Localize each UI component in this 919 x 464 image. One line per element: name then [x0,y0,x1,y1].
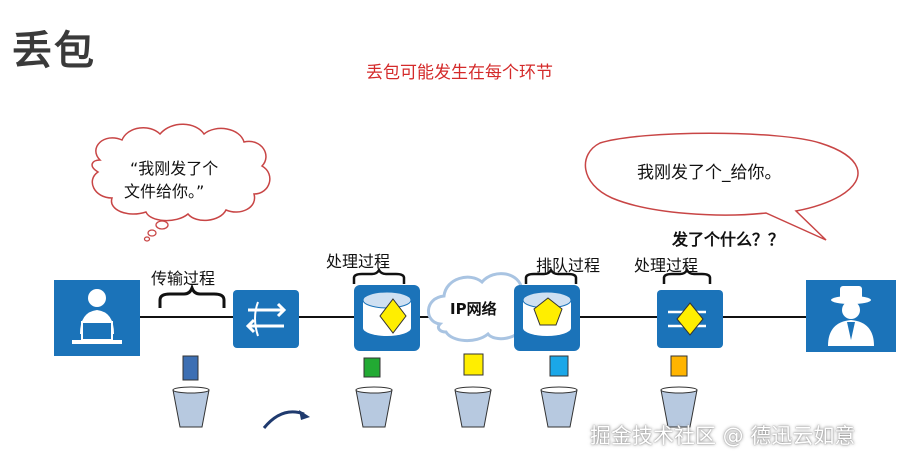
packets [182,353,688,381]
question-text: 发了个什么？？ [672,230,785,249]
packet [670,355,688,377]
subtitle: 丢包可能发生在每个环节 [366,63,553,83]
packet [363,357,381,378]
bucket-icon [355,386,393,428]
right-speech-bubble [584,132,859,241]
left-thought-cloud [91,123,271,242]
label-transmission: 传输过程 [151,269,216,288]
bucket-icon [540,386,578,428]
network-label: IP网络 [450,300,497,318]
packet [463,353,484,376]
label-processing-1: 处理过程 [326,252,391,271]
page-title: 丢包 [12,28,96,74]
bucket-icon [454,386,492,428]
watermark: 掘金技术社区 @ 德迅云如意 [590,424,856,448]
bucket-icon [660,386,698,428]
bucket-icon [172,386,210,428]
label-queuing: 排队过程 [536,256,601,275]
arrow-icon [262,410,310,429]
transmission-brace [158,283,226,308]
switch-icon [233,290,299,348]
queuing-brace [524,267,578,284]
router-icon [514,285,580,351]
label-processing-2: 处理过程 [634,256,699,275]
packet [182,355,199,381]
left-bubble-line-1: “我刚发了个 [130,159,219,178]
right-bubble-text: 我刚发了个_给你。 [637,163,782,183]
processing-brace-2 [662,267,712,284]
computer-user-icon [54,280,140,356]
buckets [172,386,698,428]
agent-user-icon [806,280,896,352]
router-icon [354,285,420,351]
processing-brace-1 [352,267,406,284]
packet [549,355,569,377]
switch-icon [657,290,723,348]
left-bubble-line-2: 文件给你。” [124,182,205,201]
